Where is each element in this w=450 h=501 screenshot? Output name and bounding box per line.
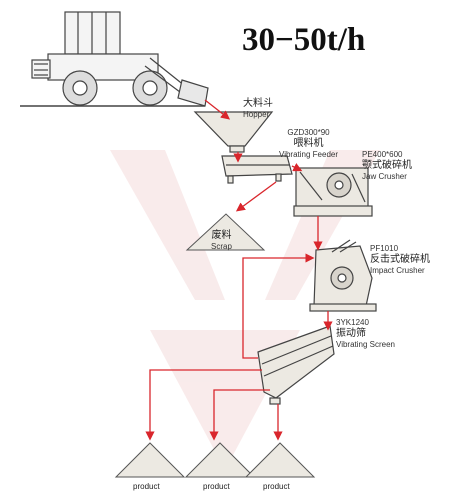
scrap-label-cn: 废料 bbox=[211, 230, 232, 241]
stockpile-icon bbox=[114, 442, 186, 478]
feeder-label: GZD300*90 喂料机 Vibrating Feeder bbox=[279, 128, 338, 160]
scrap-label: 废料 Scrap bbox=[211, 230, 232, 252]
product-label: product bbox=[133, 482, 160, 491]
capacity-title: 30−50t/h bbox=[242, 22, 366, 58]
flow-arrows bbox=[145, 99, 333, 441]
hopper-label-en: Hopper bbox=[243, 110, 270, 119]
arrow-screen-to-product-1 bbox=[145, 369, 262, 441]
hopper-label-cn: 大料斗 bbox=[243, 98, 273, 109]
vibrating-screen-label: 3YK1240 振动筛 Vibrating Screen bbox=[336, 318, 395, 350]
vibrating-feeder-icon bbox=[221, 155, 293, 184]
feeder-label-cn: 喂料机 bbox=[293, 138, 324, 149]
arrow-return-to-impact bbox=[242, 253, 315, 359]
impact-label-cn: 反击式破碎机 bbox=[370, 254, 430, 265]
screen-model: 3YK1240 bbox=[336, 318, 369, 327]
impact-model: PF1010 bbox=[370, 244, 399, 253]
jaw-label-cn: 颚式破碎机 bbox=[362, 160, 412, 171]
product-label: product bbox=[203, 482, 230, 491]
screen-label-cn: 振动筛 bbox=[336, 328, 366, 339]
jaw-crusher-label: PE400*600 颚式破碎机 Jaw Crusher bbox=[362, 150, 412, 182]
product-label: product bbox=[263, 482, 290, 491]
jaw-crusher-icon bbox=[293, 167, 373, 217]
impact-label-en: Impact Crusher bbox=[370, 266, 425, 275]
scrap-label-en: Scrap bbox=[211, 242, 232, 251]
hopper-label: 大料斗 Hopper bbox=[243, 98, 273, 120]
wheel-loader-icon bbox=[20, 11, 209, 107]
arrow-screen-to-product-2 bbox=[209, 389, 270, 441]
stockpile-icon bbox=[184, 442, 256, 478]
arrow-feeder-to-scrap bbox=[235, 181, 277, 212]
arrow-loader-to-hopper bbox=[204, 99, 231, 120]
stockpile-icon bbox=[185, 213, 266, 251]
arrow-feeder-to-jaw bbox=[291, 163, 303, 172]
feeder-label-en: Vibrating Feeder bbox=[279, 150, 338, 159]
hopper-icon bbox=[193, 111, 274, 153]
vibrating-screen-icon bbox=[257, 325, 335, 405]
feeder-model: GZD300*90 bbox=[287, 128, 330, 137]
screen-label-en: Vibrating Screen bbox=[336, 340, 395, 349]
stockpile-icon bbox=[244, 442, 316, 478]
impact-crusher-icon bbox=[309, 239, 377, 312]
impact-crusher-label: PF1010 反击式破碎机 Impact Crusher bbox=[370, 244, 430, 276]
jaw-model: PE400*600 bbox=[362, 150, 403, 159]
jaw-label-en: Jaw Crusher bbox=[362, 172, 407, 181]
